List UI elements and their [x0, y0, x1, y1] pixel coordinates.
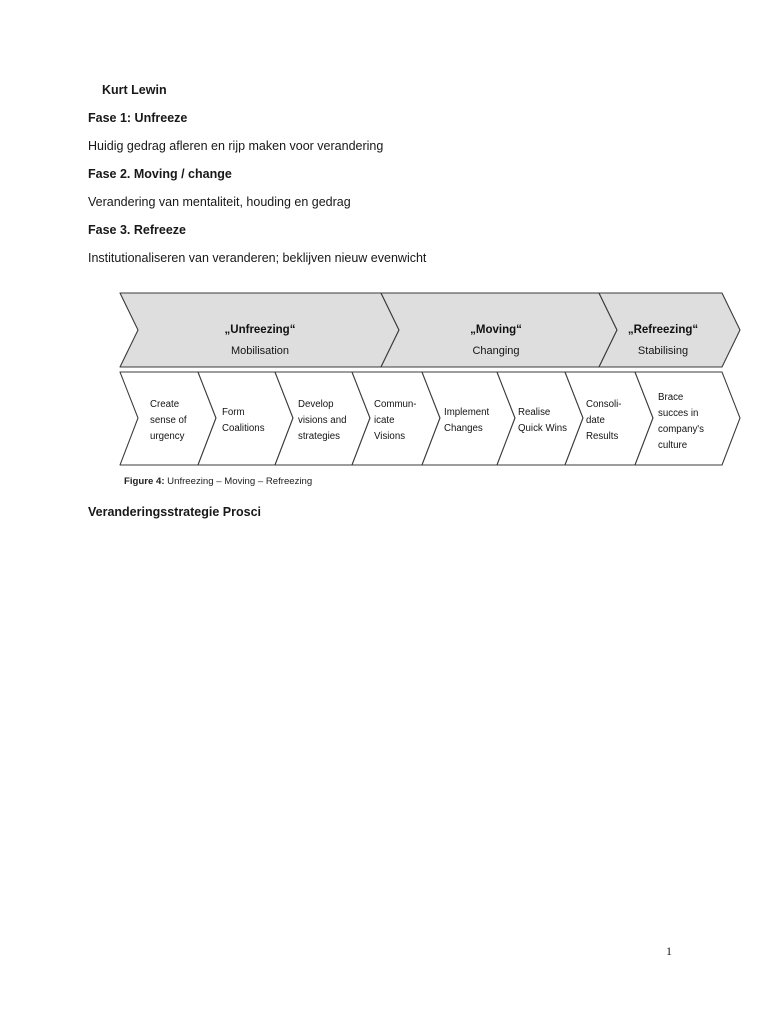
step-5-line-1: Implement	[444, 407, 490, 418]
step-7-line-3: Results	[586, 431, 618, 442]
banner-bands: „Unfreezing“ Mobilisation „Moving“ Chang…	[119, 292, 741, 368]
phase-1-heading: Fase 1: Unfreeze	[88, 111, 188, 125]
step-1-line-1: Create	[150, 399, 179, 410]
phase-2-heading: Fase 2. Moving / change	[88, 167, 232, 181]
figure-caption: Figure 4: Unfreezing – Moving – Refreezi…	[124, 476, 312, 487]
figure-caption-text: Unfreezing – Moving – Refreezing	[164, 476, 313, 487]
band-refreezing-shape	[598, 292, 741, 368]
step-2-line-2: Coalitions	[222, 423, 265, 434]
step-1-line-3: urgency	[150, 431, 185, 442]
band-subtitle-unfreezing: Mobilisation	[231, 345, 289, 357]
phase-3-heading: Fase 3. Refreeze	[88, 223, 186, 237]
figure-unfreezing-moving-refreezing: „Unfreezing“ Mobilisation „Moving“ Chang…	[118, 288, 744, 474]
phase-3-description: Institutionaliseren van veranderen; bekl…	[88, 251, 427, 265]
step-boxes: Create sense of urgency Form Coalitions …	[119, 371, 741, 466]
step-8-shape	[634, 371, 741, 466]
phase-2-description: Verandering van mentaliteit, houding en …	[88, 195, 351, 209]
step-8-line-2: succes in	[658, 408, 698, 419]
step-4-line-2: icate	[374, 415, 394, 426]
step-8-line-4: culture	[658, 440, 687, 451]
step-8-line-1: Brace	[658, 392, 683, 403]
step-4-line-1: Commun-	[374, 399, 417, 410]
page-title: Kurt Lewin	[102, 83, 167, 97]
text-block: Kurt Lewin Fase 1: Unfreeze Huidig gedra…	[88, 84, 688, 280]
step-7-line-1: Consoli-	[586, 399, 622, 410]
step-4-line-3: Visions	[374, 431, 405, 442]
band-title-unfreezing: „Unfreezing“	[225, 324, 296, 336]
step-6-line-2: Quick Wins	[518, 423, 567, 434]
step-1-line-2: sense of	[150, 415, 187, 426]
step-8-line-3: company's	[658, 424, 704, 435]
band-subtitle-refreezing: Stabilising	[638, 345, 688, 357]
step-5-line-2: Changes	[444, 423, 483, 434]
section-heading-prosci: Veranderingsstrategie Prosci	[88, 505, 261, 519]
page-number: 1	[666, 944, 672, 958]
step-2-line-1: Form	[222, 407, 245, 418]
band-title-moving: „Moving“	[470, 324, 522, 336]
figure-caption-label: Figure 4:	[124, 476, 165, 487]
step-3-line-1: Develop	[298, 399, 334, 410]
band-title-refreezing: „Refreezing“	[628, 324, 698, 336]
phase-1-description: Huidig gedrag afleren en rijp maken voor…	[88, 139, 384, 153]
step-3-line-3: strategies	[298, 431, 340, 442]
step-7-line-2: date	[586, 415, 605, 426]
band-subtitle-moving: Changing	[472, 345, 519, 357]
step-3-line-2: visions and	[298, 415, 346, 426]
step-6-line-1: Realise	[518, 407, 550, 418]
